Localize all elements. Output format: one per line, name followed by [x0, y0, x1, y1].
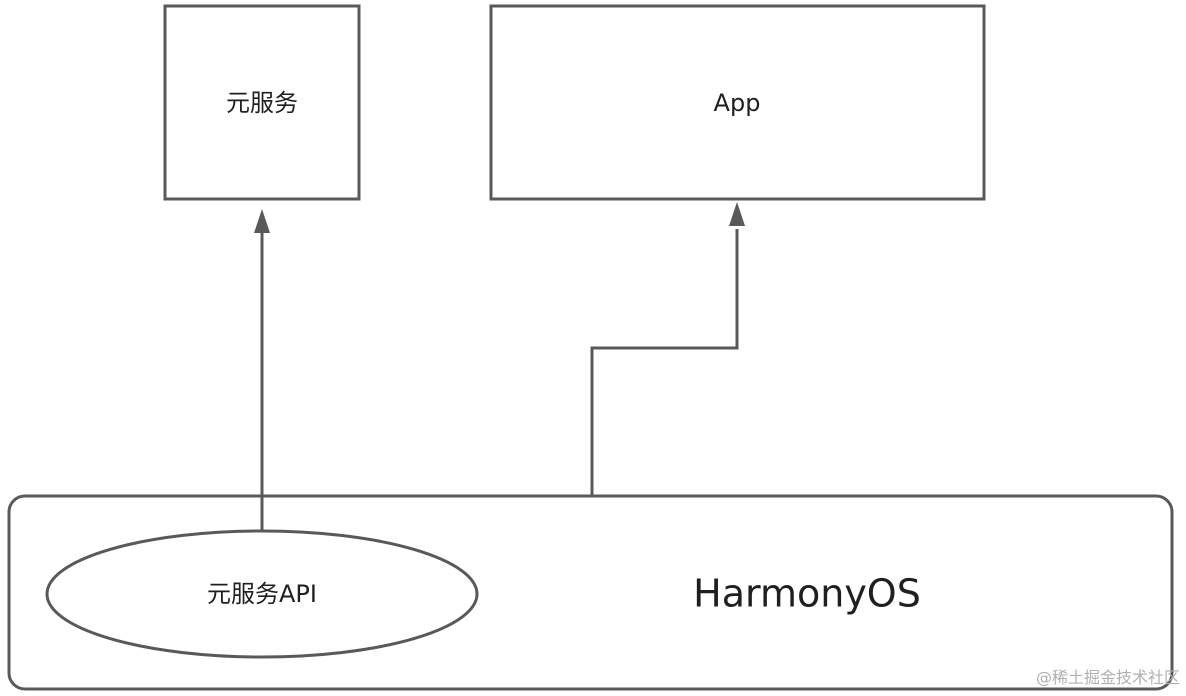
micro-service-arrowhead-icon: [254, 209, 270, 233]
micro-service-api-label: 元服务API: [207, 580, 317, 608]
harmonyos-to-app-edge: [590, 229, 739, 496]
watermark-label: @稀土掘金技术社区: [1036, 668, 1180, 687]
micro-service-label: 元服务: [226, 89, 298, 117]
app-label: App: [714, 89, 761, 117]
app-arrowhead-icon: [729, 202, 745, 226]
harmonyos-label: HarmonyOS: [693, 572, 921, 616]
app-box: [489, 4, 986, 201]
micro-service-box: [163, 4, 361, 201]
